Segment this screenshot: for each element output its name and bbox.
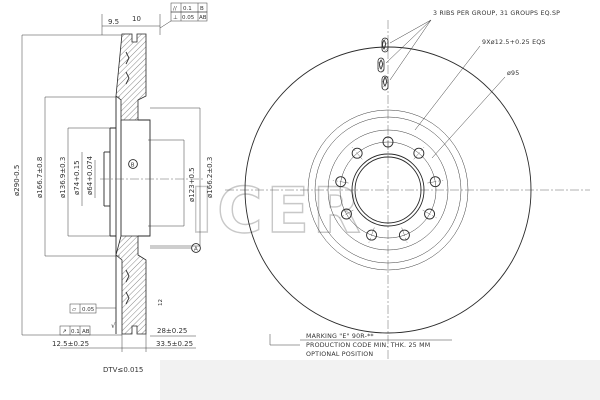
pcd-note: ø95 — [507, 70, 519, 77]
svg-text:▱: ▱ — [72, 307, 77, 313]
rotor-section-outer — [115, 33, 147, 121]
bolt-hole — [429, 176, 441, 188]
dim-d123: ø123+0.5 — [188, 167, 196, 202]
dim-d166-7: ø166.7±0.8 — [36, 157, 44, 198]
dtv-note: DTV≤0.015 — [103, 366, 143, 374]
svg-text:0.1: 0.1 — [71, 329, 80, 335]
holes-leader — [414, 45, 481, 131]
bolt-hole-centerline — [422, 209, 437, 219]
bolt-hole — [335, 176, 347, 188]
svg-text:0.1: 0.1 — [183, 6, 192, 12]
bottom-band — [160, 360, 600, 400]
ribs-leader-1 — [389, 19, 432, 44]
tolerance-frame-top: // 0.1 B ⊥ 0.05 AB — [159, 2, 208, 29]
hub-outline — [109, 96, 151, 255]
svg-text:↗: ↗ — [62, 329, 67, 335]
svg-text:B: B — [200, 6, 204, 12]
svg-text:AB: AB — [82, 329, 90, 335]
braking-band-inner — [307, 109, 469, 271]
bolt-hole — [366, 229, 378, 241]
svg-text://: // — [173, 6, 177, 12]
bolt-hole-centerline — [339, 209, 354, 219]
svg-text:0.05: 0.05 — [82, 307, 95, 313]
ribs-leader-2 — [385, 19, 432, 64]
dim-thickness: 12.5±0.25 — [52, 340, 89, 348]
tolerance-frame-runout: ↗ 0.1 AB — [59, 325, 91, 336]
bolt-hole-centerline — [351, 146, 363, 160]
hub-bore-inner — [354, 156, 422, 224]
watermark-logo: ICER — [190, 174, 365, 247]
dim-d64: ø64+0.074 — [86, 155, 94, 195]
bolt-hole — [351, 147, 363, 159]
ribs-leader-3 — [389, 19, 432, 81]
bolt-hole — [398, 229, 410, 241]
bolt-hole-centerline — [401, 227, 408, 243]
svg-text:⊥: ⊥ — [173, 15, 178, 21]
dim-top-left-label: 9.5 — [108, 18, 119, 26]
holes-note: 9Xø12.5+0.25 EQS — [482, 39, 546, 46]
bolt-hole — [424, 208, 436, 220]
dim-top-right-label: 10 — [132, 15, 141, 23]
dim-hub-depth: 28±0.25 — [157, 327, 187, 335]
rib-2 — [377, 57, 385, 73]
front-view: 3 RIBS PER GROUP, 31 GROUPS EQ.SP 9Xø12.… — [225, 10, 590, 360]
svg-text:AB: AB — [199, 15, 207, 21]
bolt-hole-centerline — [427, 180, 444, 184]
hub-bore-outer — [351, 153, 425, 227]
marking-note-line3: OPTIONAL POSITION — [306, 351, 373, 358]
svg-text:0.05: 0.05 — [182, 15, 195, 21]
datum-b-label: B — [131, 162, 135, 168]
hub-step — [327, 129, 449, 251]
dim-d136-9: ø136.9±0.3 — [59, 157, 67, 198]
surface-finish-mark: √ — [111, 322, 116, 330]
bolt-hole — [413, 147, 425, 159]
angle-label: 12 — [158, 299, 164, 306]
dim-overall: 33.5±0.25 — [156, 340, 193, 348]
datum-a-label: A — [194, 246, 198, 252]
bolt-holes — [332, 134, 444, 243]
datum-b-marker — [128, 159, 138, 169]
dim-d74: ø74+0.15 — [73, 160, 81, 195]
hat-outer — [314, 116, 462, 264]
bolt-hole-centerline — [413, 146, 425, 160]
section-view: B A 9.5 10 // 0.1 B ⊥ 0.05 AB ø290-0.5 — [13, 2, 214, 374]
dim-d290: ø290-0.5 — [13, 165, 21, 196]
rotor-section-lower — [115, 235, 147, 335]
pcd-leader — [431, 76, 506, 159]
bolt-hole-centerline — [332, 180, 349, 184]
ribs-note: 3 RIBS PER GROUP, 31 GROUPS EQ.SP — [433, 10, 560, 17]
vent-slots — [125, 51, 130, 305]
marking-note-line2: PRODUCTION CODE MIN. THK. 25 MM — [306, 342, 430, 349]
dim-d166-2: ø166.2±0.3 — [206, 157, 214, 198]
bolt-hole-centerline — [368, 227, 375, 243]
tolerance-frame-flat: ▱ 0.05 — [69, 303, 116, 314]
bolt-hole — [340, 208, 352, 220]
rib-1 — [381, 37, 389, 53]
marking-note-line1: MARKING "E" 90R-** — [306, 333, 374, 340]
rib-3 — [381, 75, 389, 91]
